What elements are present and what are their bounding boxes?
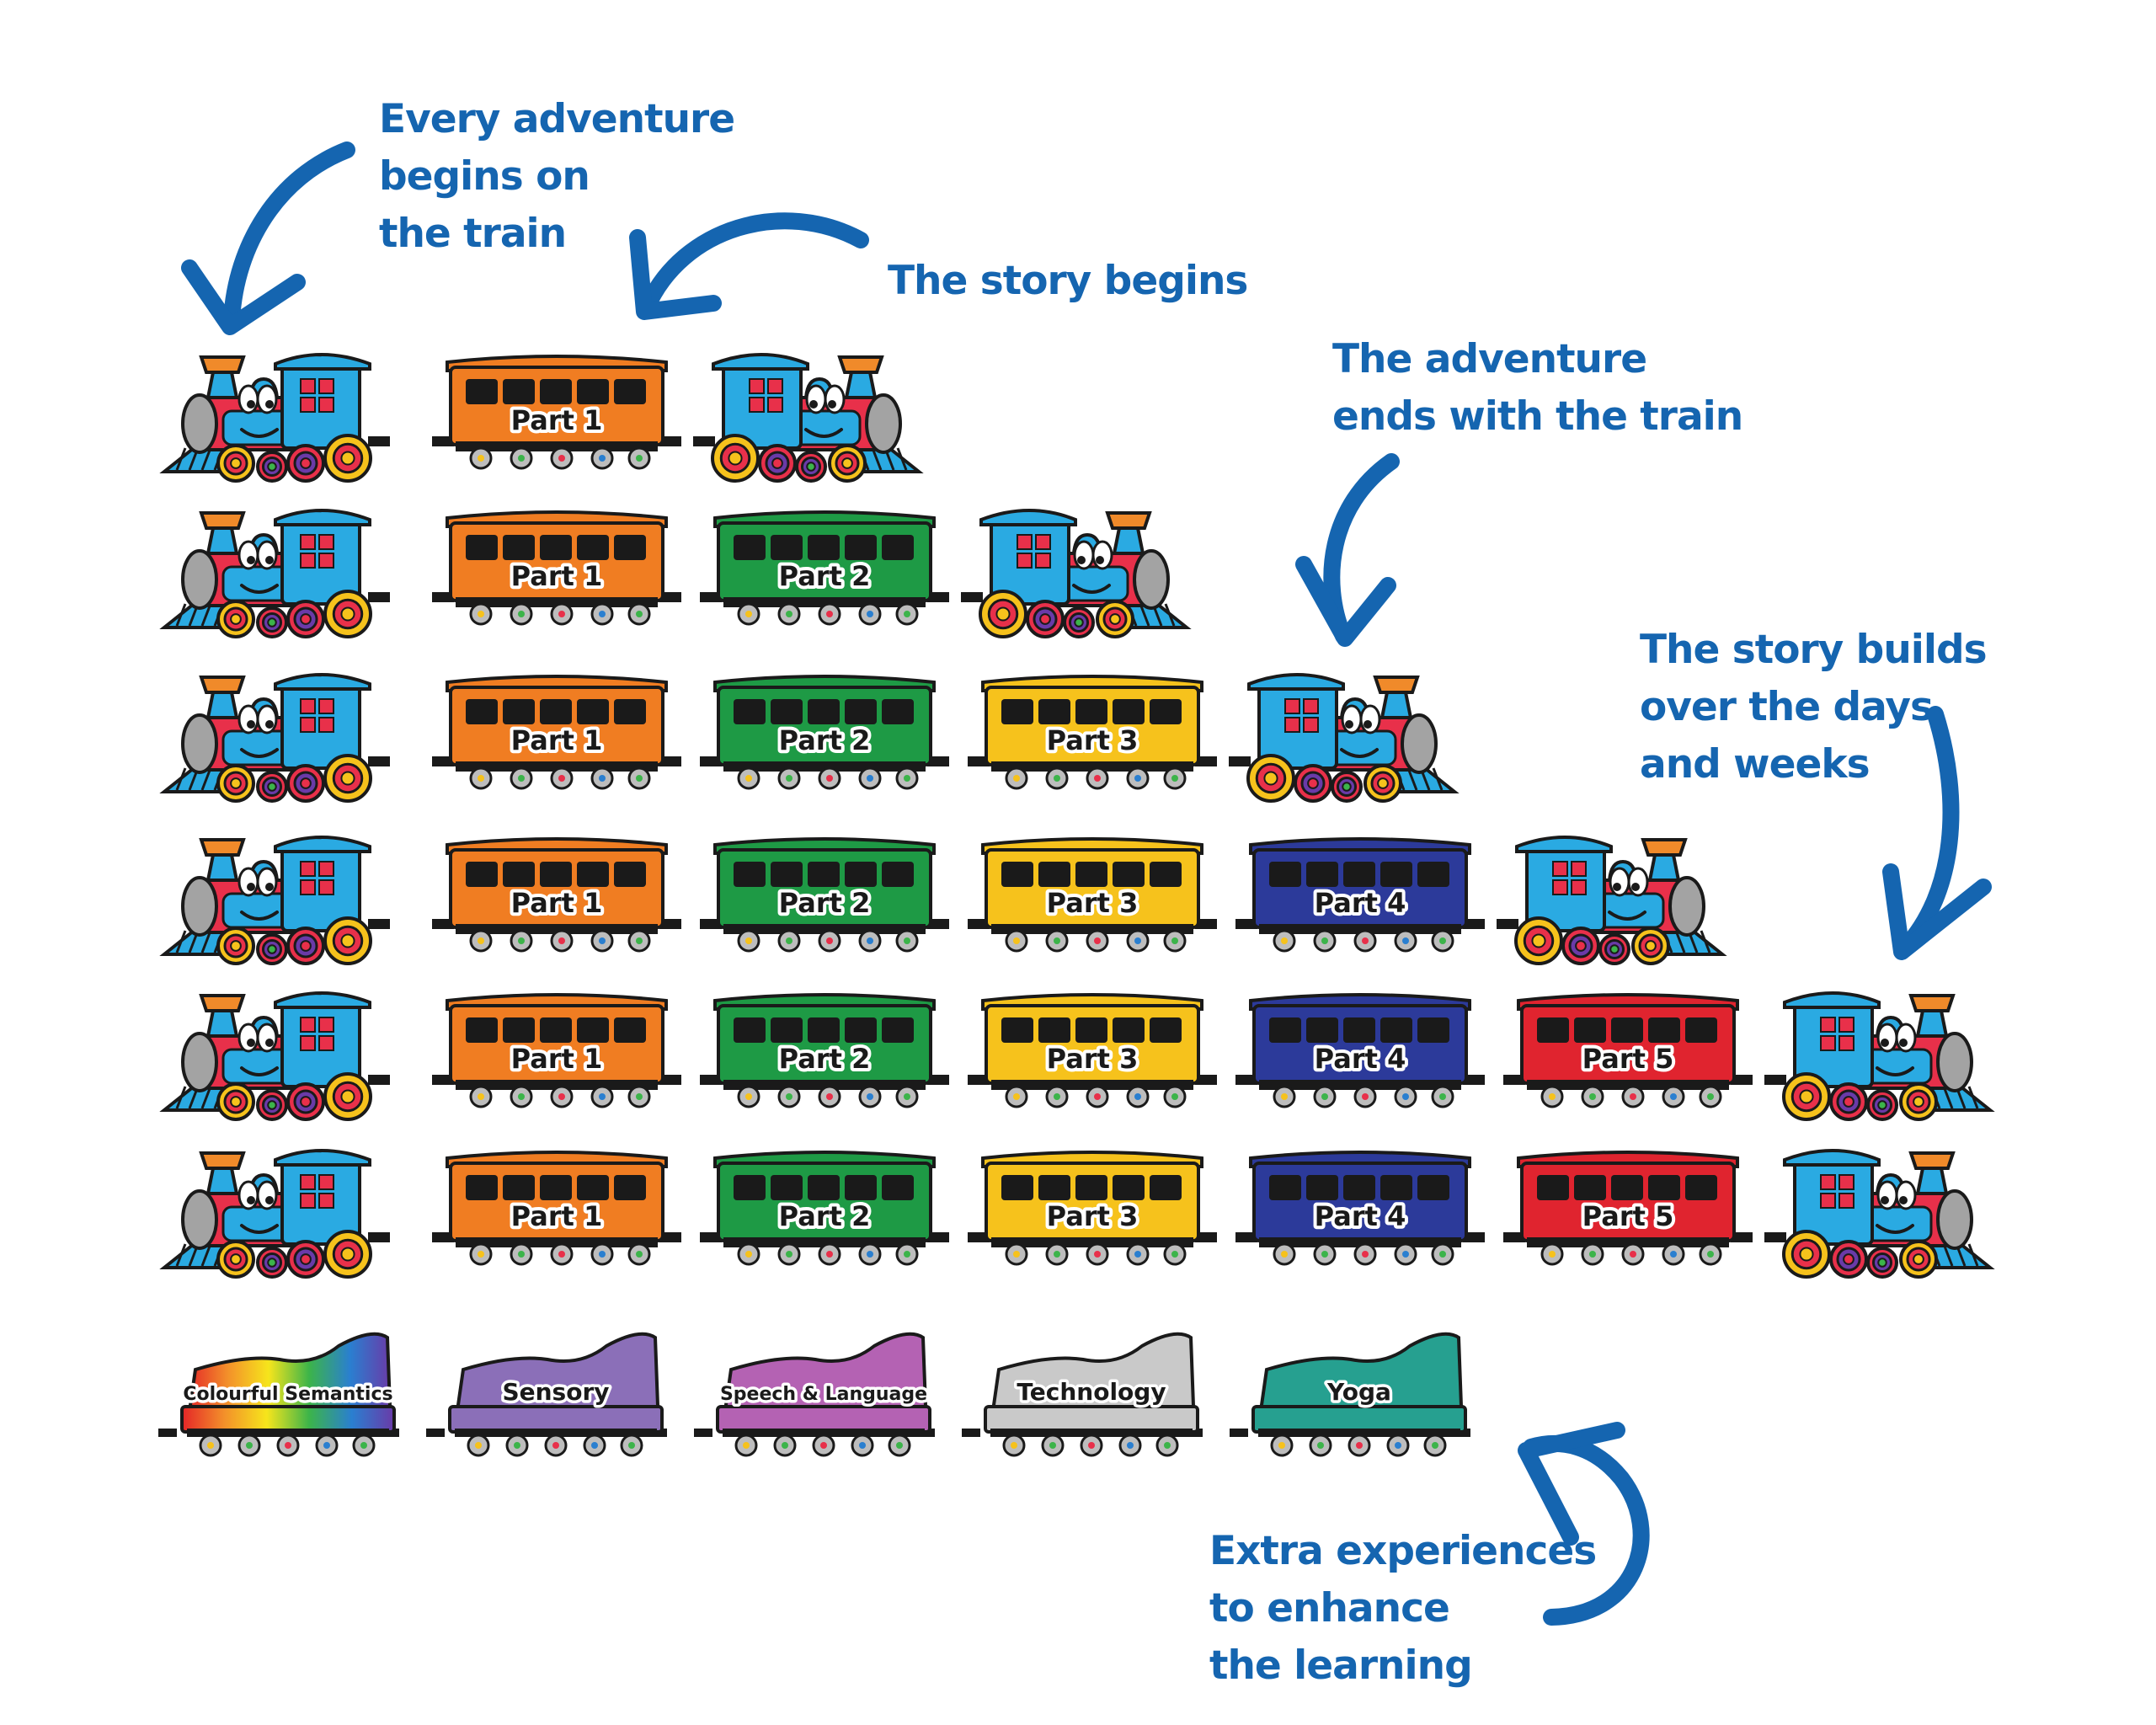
extra-wagon-label: Colourful Semantics: [183, 1384, 392, 1405]
extra-wagon: Speech & Language: [694, 1332, 935, 1457]
train-row-1: Part 1: [159, 353, 924, 483]
engine-front: [159, 1149, 390, 1279]
arrow-every-adventure: [181, 142, 355, 335]
carriage-label: Part 2: [779, 1043, 871, 1075]
arrow-extra-experiences: [1518, 1422, 1650, 1626]
carriage-label: Part 1: [511, 404, 603, 436]
carriage: Part 1: [432, 993, 681, 1108]
carriage-label: Part 1: [511, 560, 603, 592]
carriage-label: Part 2: [779, 1200, 871, 1232]
engine-front: [159, 673, 390, 803]
note-line: The adventure: [1332, 336, 1647, 382]
carriage: Part 4: [1235, 1151, 1485, 1266]
note-line: over the days: [1640, 684, 1934, 731]
note-extra-experiences: Extra experiences to enhance the learnin…: [1209, 1523, 1597, 1695]
carriage: Part 2: [700, 837, 949, 953]
engine-back: [1764, 991, 1995, 1121]
carriage-label: Part 3: [1047, 1043, 1139, 1075]
carriage-label: Part 4: [1315, 1043, 1406, 1075]
engine-front: [159, 509, 390, 638]
carriage: Part 1: [432, 355, 681, 470]
note-line: ends with the train: [1332, 393, 1743, 441]
carriage-label: Part 1: [511, 1200, 603, 1232]
carriage: Part 1: [432, 675, 681, 790]
carriage: Part 3: [968, 993, 1217, 1108]
carriage: Part 2: [700, 510, 949, 626]
carriage-label: Part 1: [511, 724, 603, 756]
carriage-label: Part 3: [1047, 887, 1139, 919]
carriage: Part 1: [432, 837, 681, 953]
train-row-4: Part 1 Part 2 Part 3 Part 4: [159, 836, 1727, 965]
carriage-label: Part 2: [779, 724, 871, 756]
carriage: Part 3: [968, 1151, 1217, 1266]
extra-wagon-label: Speech & Language: [720, 1384, 927, 1405]
carriage-label: Part 5: [1582, 1043, 1674, 1075]
extra-wagon-label: Technology: [1017, 1378, 1166, 1406]
carriage: Part 3: [968, 837, 1217, 953]
engine-front: [159, 991, 390, 1121]
arrow-story-begins: [629, 212, 869, 320]
engine-back: [1229, 673, 1460, 803]
carriage-label: Part 4: [1315, 887, 1406, 919]
carriage: Part 2: [700, 1151, 949, 1266]
engine-back: [1764, 1149, 1995, 1279]
carriage-label: Part 2: [779, 560, 871, 592]
note-line: Every adventure: [379, 96, 735, 142]
extra-wagon: Technology: [962, 1332, 1203, 1457]
engine-back: [693, 353, 924, 483]
extra-wagon: Yoga: [1230, 1332, 1470, 1457]
extra-wagon-label: Yoga: [1326, 1378, 1391, 1406]
engine-back: [961, 509, 1192, 638]
note-line: the learning: [1209, 1642, 1473, 1690]
carriage-label: Part 1: [511, 887, 603, 919]
train-row-5: Part 1 Part 2 Part 3 Part 4 Part 5: [159, 991, 1995, 1121]
note-every-adventure: Every adventure begins on the train: [379, 91, 735, 263]
extra-wagon: Sensory: [426, 1332, 667, 1457]
engine-back: [1497, 836, 1727, 965]
note-story-builds: The story builds over the days and weeks: [1640, 622, 1988, 793]
carriage-label: Part 3: [1047, 724, 1139, 756]
carriage-label: Part 1: [511, 1043, 603, 1075]
engine-front: [159, 353, 390, 483]
carriage: Part 3: [968, 675, 1217, 790]
carriage: Part 2: [700, 675, 949, 790]
note-line: to enhance: [1209, 1585, 1450, 1632]
note-line: Extra experiences: [1209, 1528, 1597, 1574]
note-line: and weeks: [1640, 741, 1870, 788]
carriage: Part 1: [432, 1151, 681, 1266]
note-line: the train: [379, 211, 567, 258]
carriage: Part 1: [432, 510, 681, 626]
carriage-label: Part 3: [1047, 1200, 1139, 1232]
carriage: Part 4: [1235, 993, 1485, 1108]
note-line: The story begins: [888, 258, 1248, 304]
carriage-label: Part 2: [779, 887, 871, 919]
train-row-3: Part 1 Part 2 Part 3: [159, 673, 1460, 803]
train-row-2: Part 1 Part 2: [159, 509, 1192, 638]
carriage: Part 4: [1235, 837, 1485, 953]
note-story-begins: The story begins: [888, 253, 1248, 310]
extra-wagons-row: Colourful Semantics Sensory Speech & Langu…: [158, 1332, 1470, 1457]
carriage: Part 5: [1503, 1151, 1753, 1266]
note-line: The story builds: [1640, 627, 1988, 673]
note-adventure-ends: The adventure ends with the train: [1332, 331, 1743, 446]
carriage-label: Part 4: [1315, 1200, 1406, 1232]
carriage-label: Part 5: [1582, 1200, 1674, 1232]
arrow-story-builds: [1882, 706, 1992, 960]
extra-wagon-label: Sensory: [502, 1378, 609, 1406]
train-row-6: Part 1 Part 2 Part 3 Part 4 Part 5: [159, 1149, 1995, 1279]
carriage: Part 2: [700, 993, 949, 1108]
engine-front: [159, 836, 390, 965]
extra-wagon: Colourful Semantics: [158, 1332, 399, 1457]
arrow-adventure-ends: [1295, 453, 1400, 647]
note-line: begins on: [379, 153, 590, 200]
carriage: Part 5: [1503, 993, 1753, 1108]
